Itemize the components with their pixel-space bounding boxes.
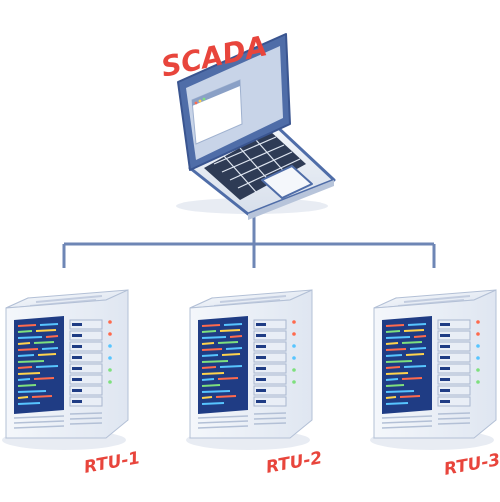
network-bus xyxy=(62,210,436,268)
scada-laptop-icon xyxy=(176,33,336,220)
rtu-3-server-icon xyxy=(369,289,497,451)
rtu-1-server-icon xyxy=(1,289,129,451)
rtu-2-server-icon xyxy=(185,289,313,451)
rtu-3-label: RTU-3 xyxy=(443,450,500,480)
rtu-1-label: RTU-1 xyxy=(83,448,142,478)
rtu-2-label: RTU-2 xyxy=(265,448,324,478)
